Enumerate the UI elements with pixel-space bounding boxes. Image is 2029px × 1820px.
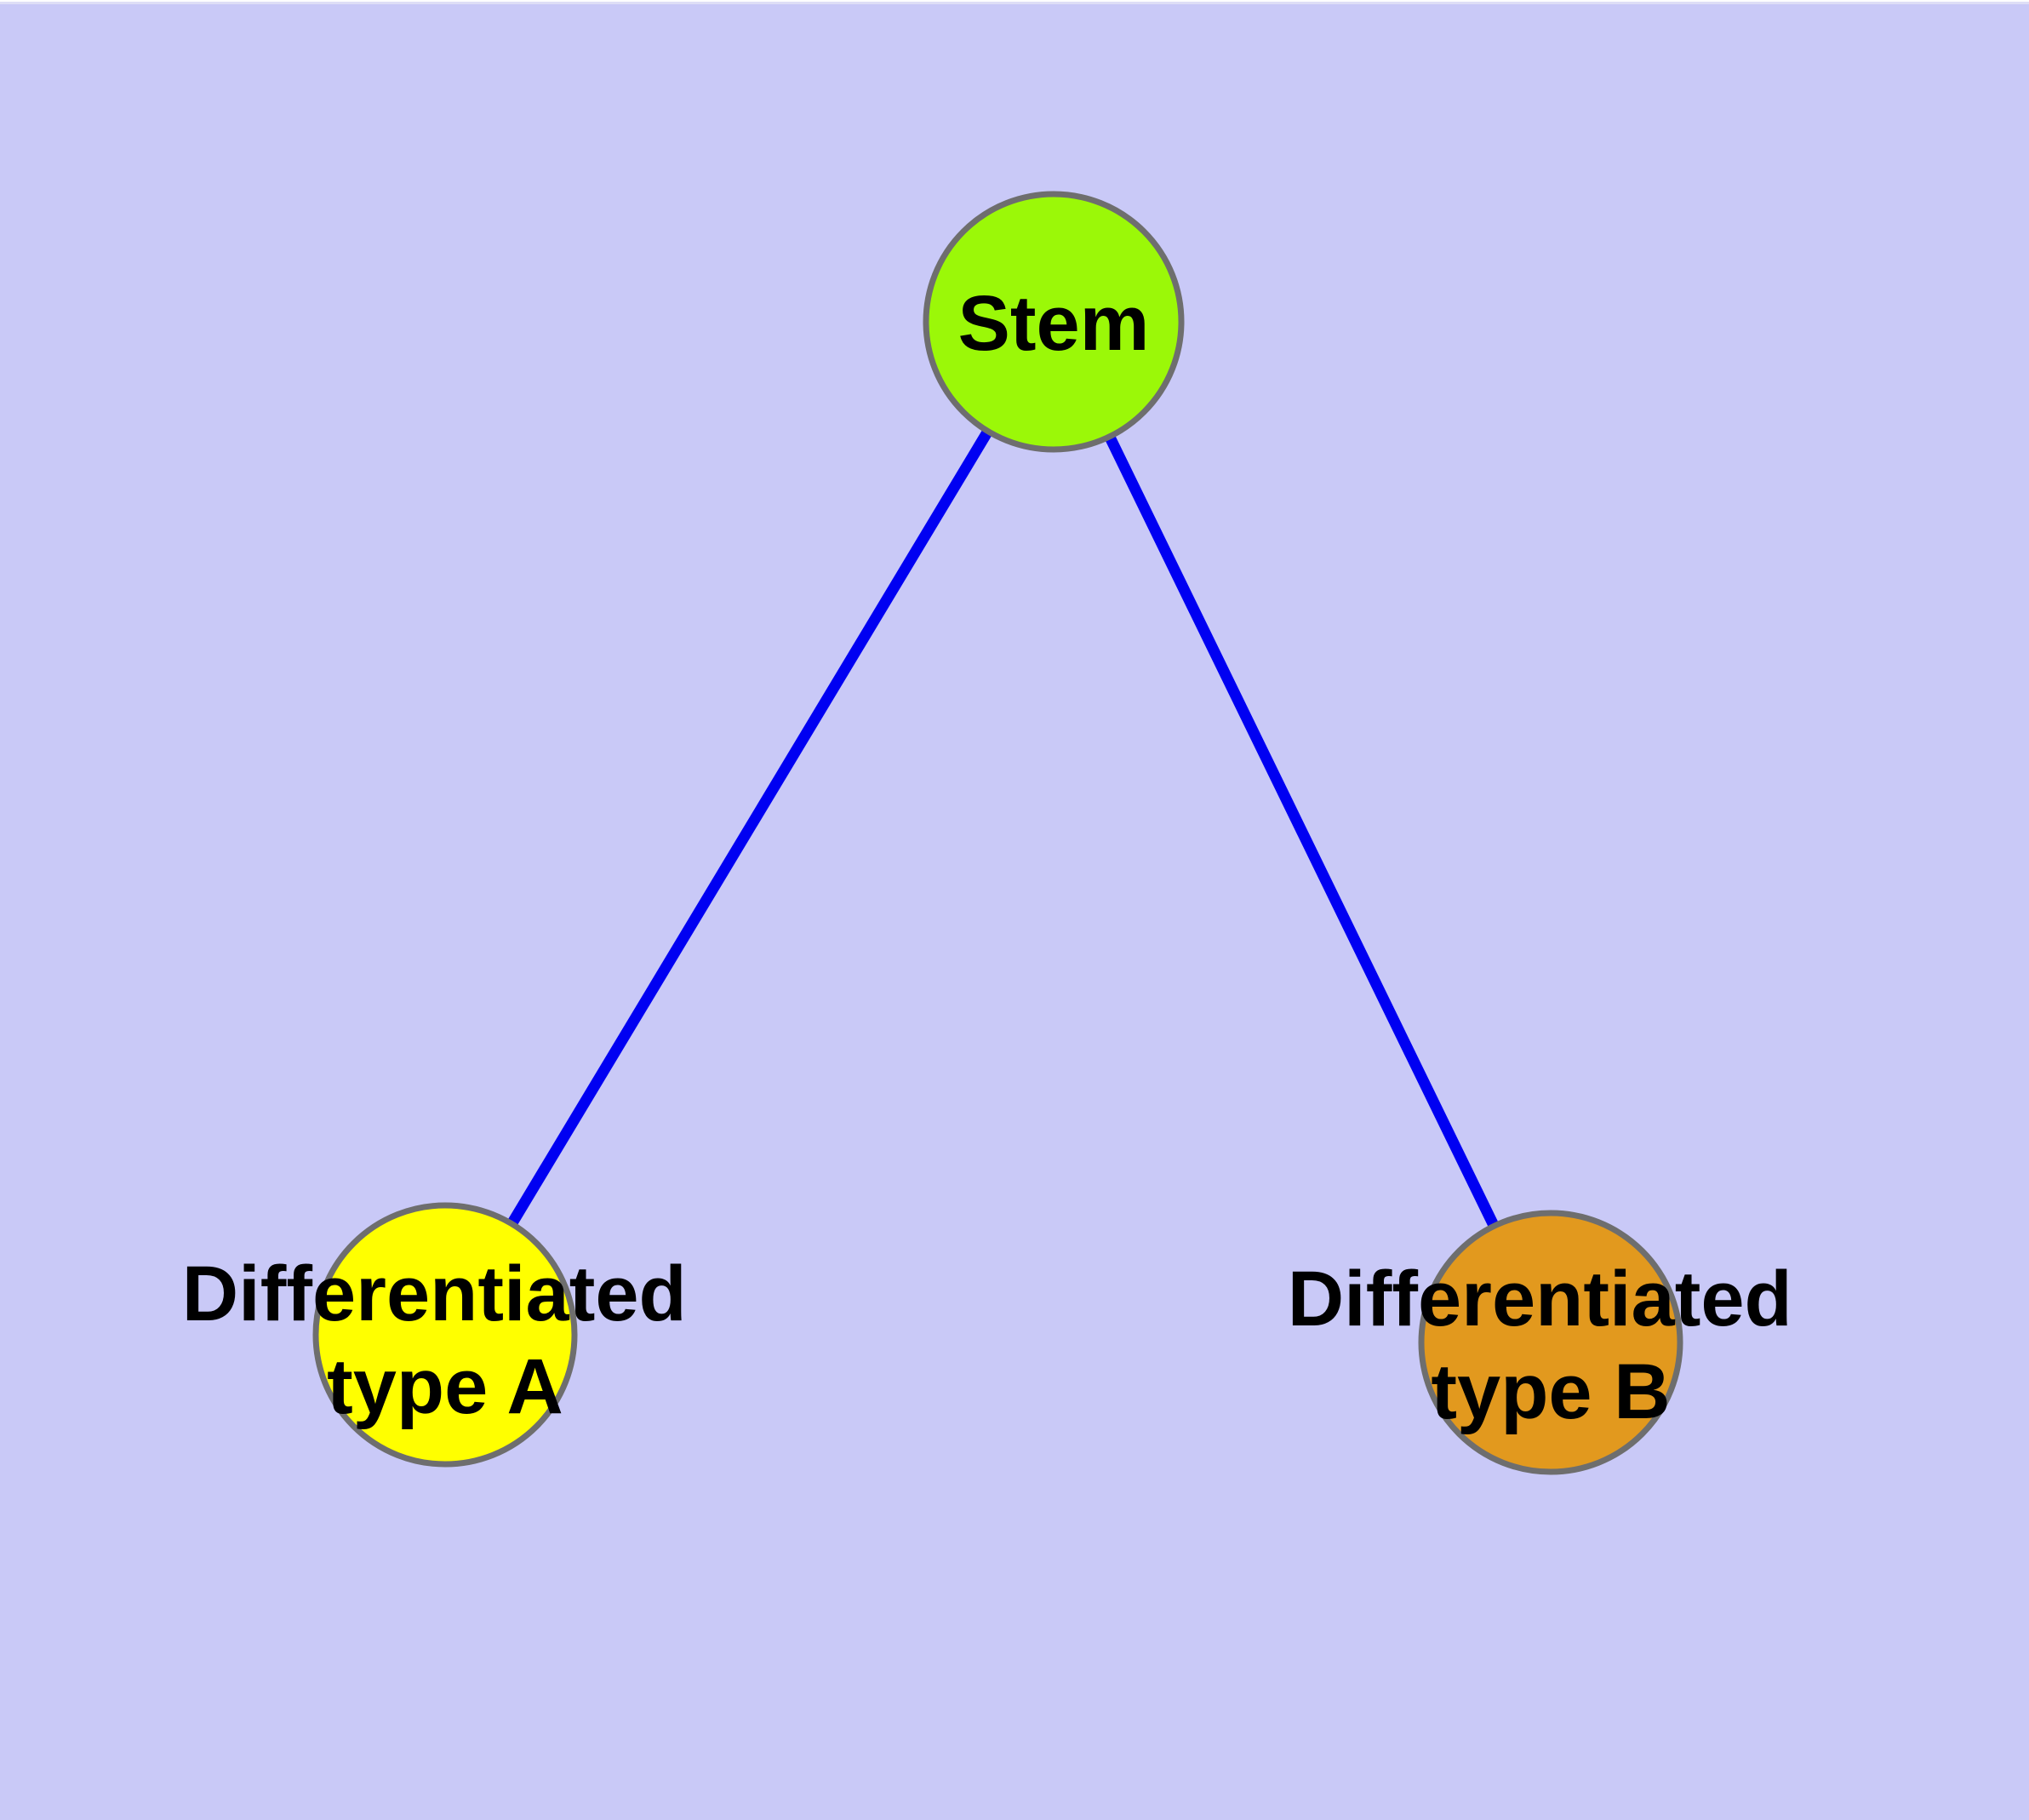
type-a-label-line-1: Differentiated xyxy=(182,1251,687,1337)
node-differentiated-type-a-label: Differentiated type A xyxy=(182,1251,709,1430)
edge-stem-to-type-a xyxy=(440,318,1059,1338)
top-margin-strip xyxy=(0,0,2029,2)
type-b-label-line-1: Differentiated xyxy=(1288,1256,1792,1342)
type-a-label-line-2: type A xyxy=(327,1343,563,1430)
node-differentiated-type-a[interactable] xyxy=(312,1202,578,1468)
node-stem-label: Stem xyxy=(958,280,1150,367)
node-stem[interactable] xyxy=(923,191,1185,453)
node-differentiated-type-b[interactable] xyxy=(1418,1210,1683,1475)
top-margin-strip-fade xyxy=(0,2,2029,4)
type-b-label-line-2: type B xyxy=(1431,1348,1670,1435)
node-differentiated-type-b-label: Differentiated type B xyxy=(1288,1256,1815,1435)
edge-stem-to-type-b xyxy=(1049,319,1556,1345)
